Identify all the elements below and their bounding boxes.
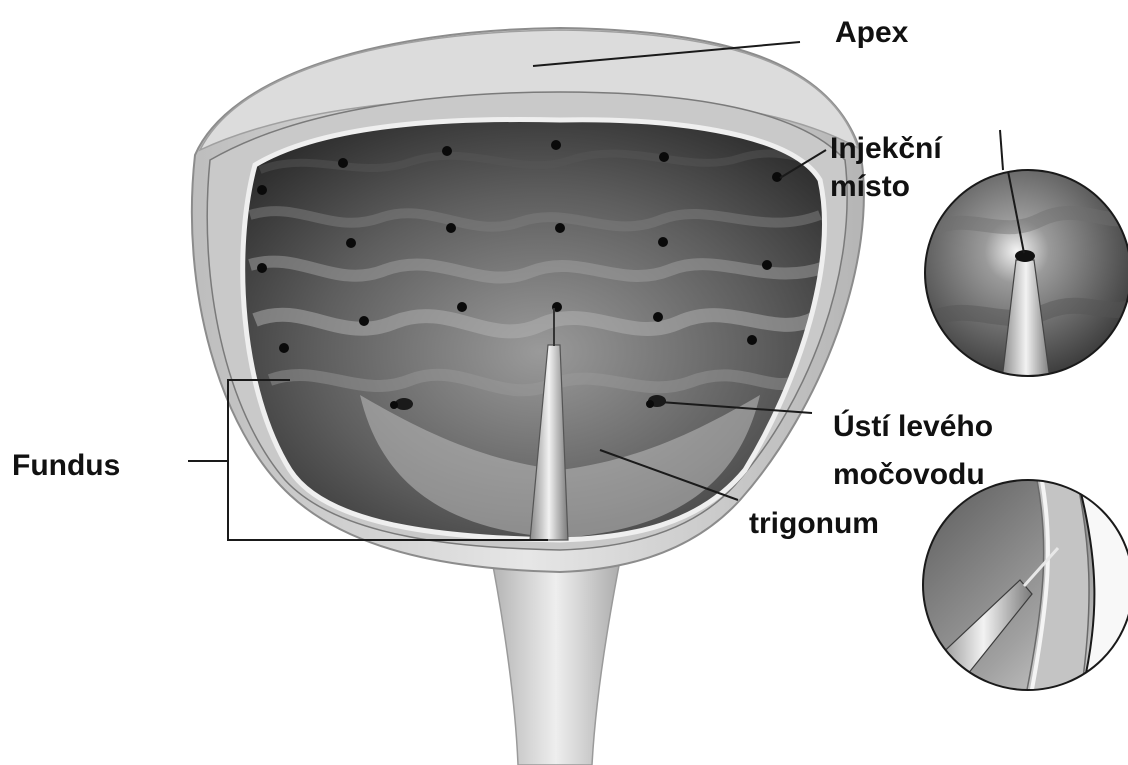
injection-dot xyxy=(457,302,467,312)
injection-dot xyxy=(653,312,663,322)
injection-dot xyxy=(659,152,669,162)
injection-dot xyxy=(551,140,561,150)
label-injection-site-line1: Injekční xyxy=(830,132,943,165)
injection-dot xyxy=(658,237,668,247)
label-ureter-orifice-line2: močovodu xyxy=(833,458,985,491)
injection-dot xyxy=(279,343,289,353)
injection-dot xyxy=(446,223,456,233)
injection-dot xyxy=(555,223,565,233)
label-trigonum: trigonum xyxy=(749,507,879,540)
label-apex: Apex xyxy=(835,16,909,49)
injection-dot xyxy=(442,146,452,156)
inset-injection-closeup xyxy=(920,130,1128,380)
label-fundus: Fundus xyxy=(12,449,120,482)
injection-dot xyxy=(747,335,757,345)
injection-dot xyxy=(338,158,348,168)
urethra xyxy=(488,540,624,765)
inset-wall-closeup xyxy=(920,470,1128,700)
injection-dot xyxy=(646,400,654,408)
label-ureter-orifice-line1: Ústí levého xyxy=(833,409,993,443)
label-injection-site-line2: místo xyxy=(830,170,910,203)
injection-dot xyxy=(257,185,267,195)
injection-dot xyxy=(346,238,356,248)
injection-dot xyxy=(359,316,369,326)
injection-dot xyxy=(257,263,267,273)
injection-dot xyxy=(390,401,398,409)
injection-dot xyxy=(762,260,772,270)
